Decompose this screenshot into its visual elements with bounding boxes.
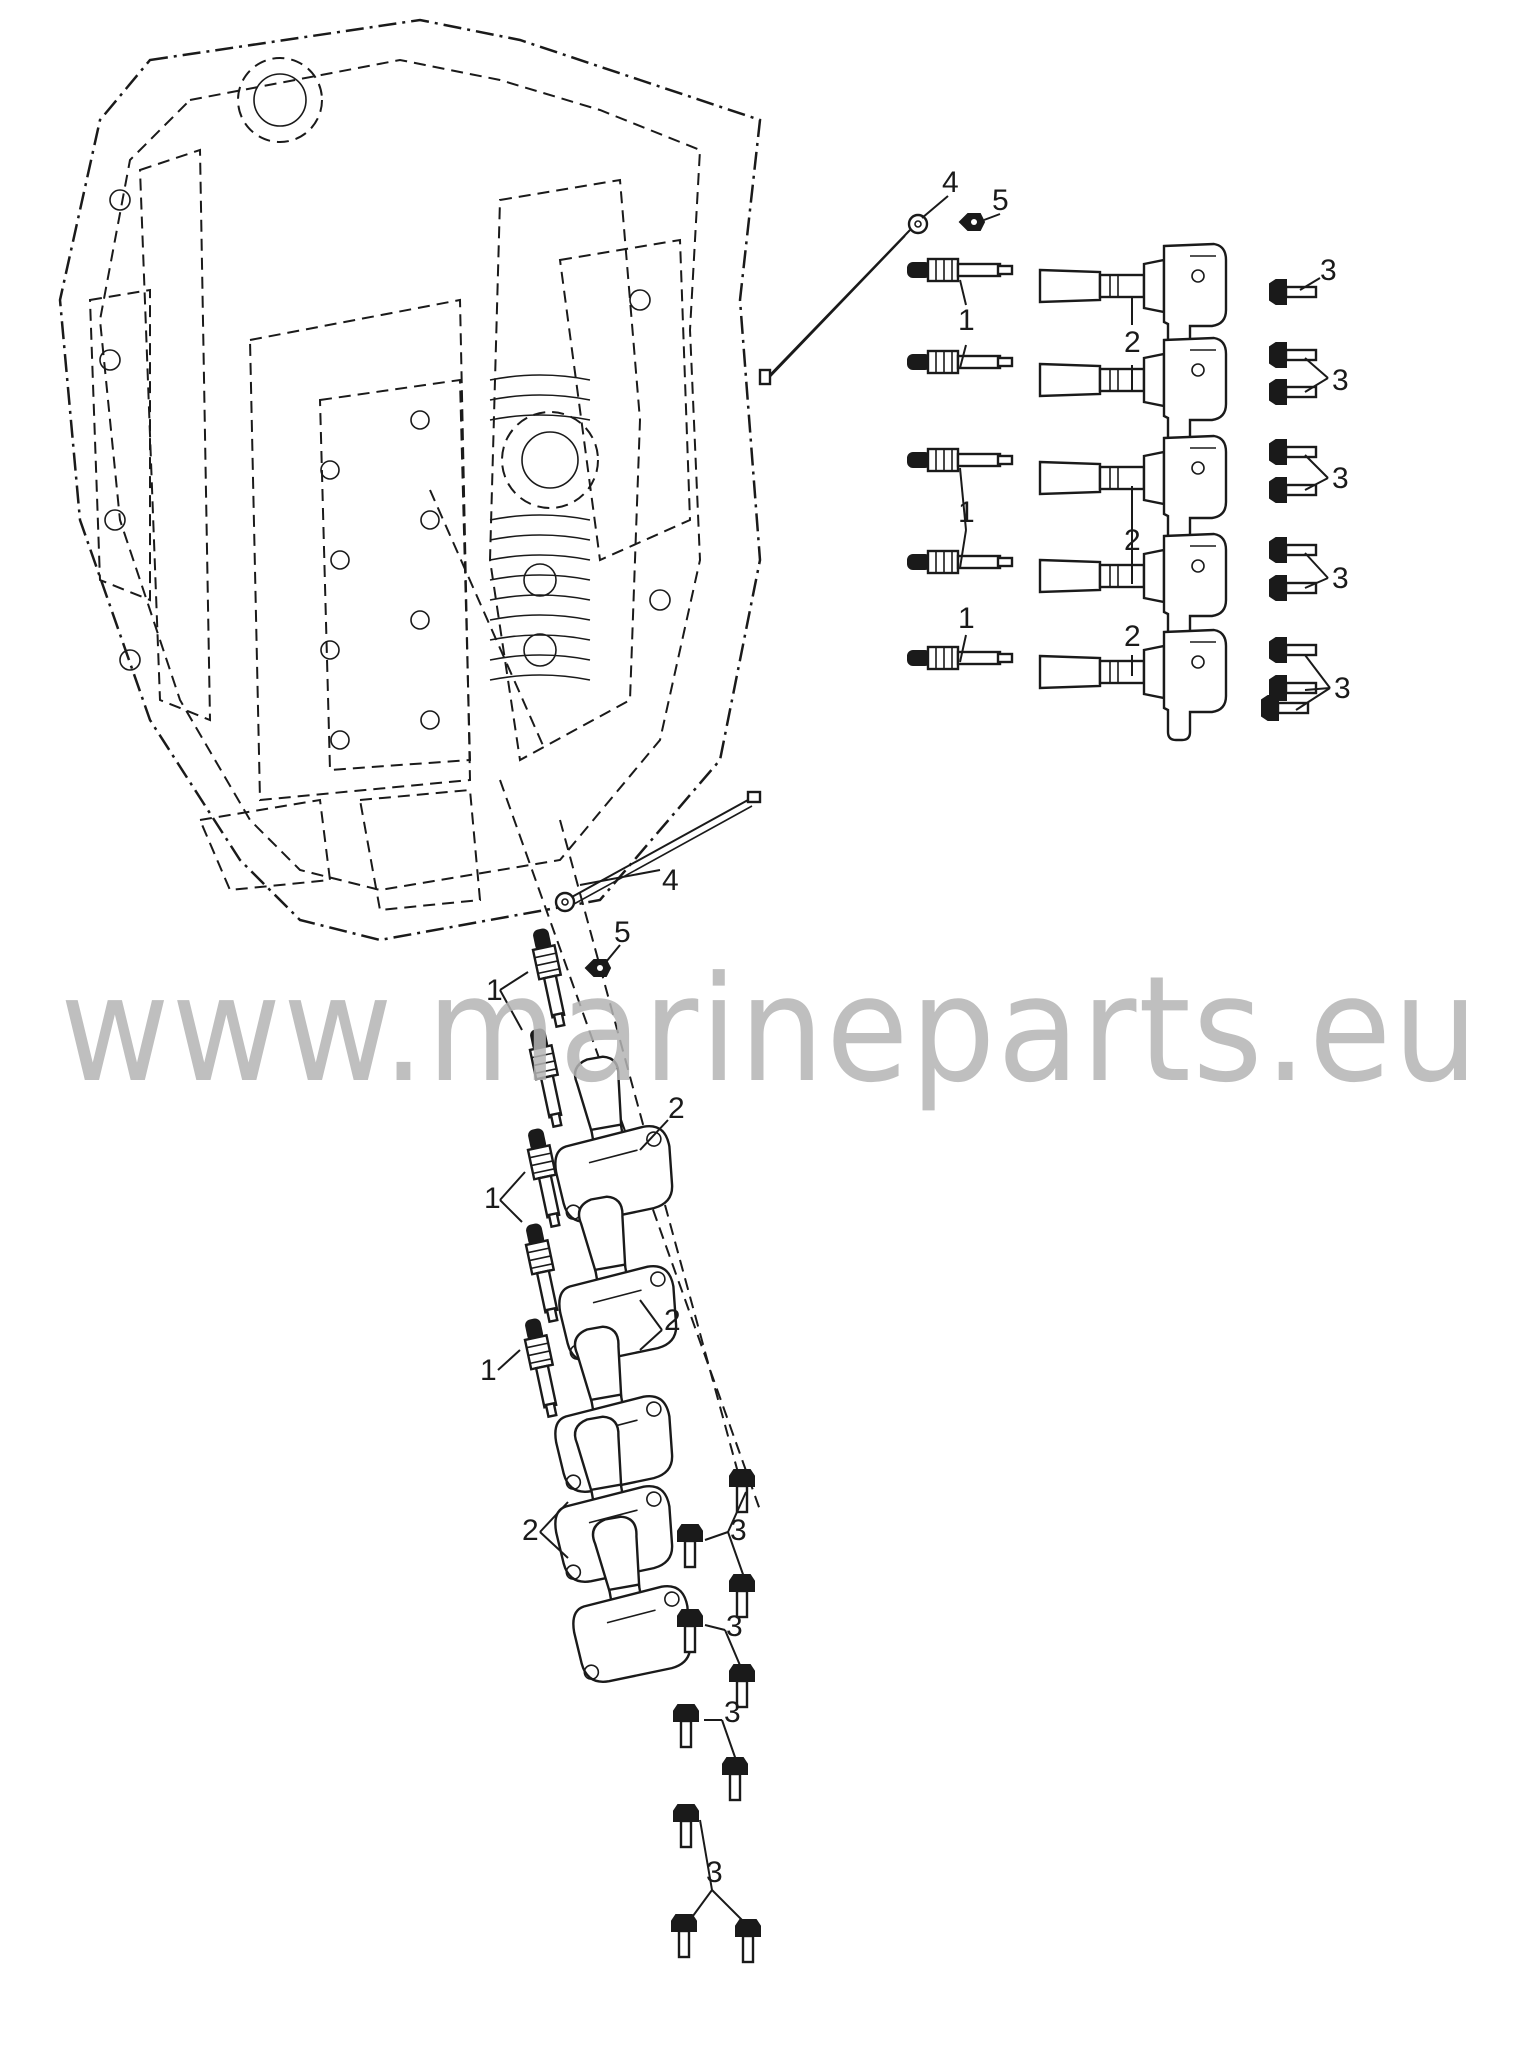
watermark-text: www.marineparts.eu (60, 945, 1480, 1115)
callout-3-h: 3 (724, 1696, 741, 1729)
callout-3-a: 3 (1320, 254, 1337, 287)
lower-bank-ignition-coils (536, 1046, 700, 1687)
ground-strap-lower (554, 790, 762, 913)
callout-2-f: 2 (522, 1514, 539, 1547)
callout-2-c: 2 (1124, 620, 1141, 653)
engine-block-outline (58, 18, 762, 942)
callout-3-i: 3 (706, 1856, 723, 1889)
callout-3-c: 3 (1332, 462, 1349, 495)
right-bank-bolts (1260, 278, 1318, 722)
callout-1-b: 1 (958, 496, 975, 529)
callout-3-g: 3 (726, 1610, 743, 1643)
callout-2-e: 2 (664, 1304, 681, 1337)
callout-5-lower: 5 (614, 916, 631, 949)
leader-lines (497, 195, 1331, 1925)
callout-3-e: 3 (1334, 672, 1351, 705)
callout-labels: 4 5 1 2 3 3 3 1 2 3 1 2 3 4 5 1 2 1 2 1 … (480, 166, 1351, 1889)
callout-1-f: 1 (480, 1354, 497, 1387)
callout-2-d: 2 (668, 1092, 685, 1125)
callout-3-b: 3 (1332, 364, 1349, 397)
screw-lower (584, 959, 612, 977)
screw-upper (958, 213, 986, 231)
callout-1-e: 1 (484, 1182, 501, 1215)
callout-1-d: 1 (486, 974, 503, 1007)
callout-5-upper: 5 (992, 184, 1009, 217)
ground-strap-upper (758, 213, 929, 386)
callout-2-a: 2 (1124, 326, 1141, 359)
callout-1-c: 1 (958, 602, 975, 635)
callout-3-d: 3 (1332, 562, 1349, 595)
callout-4-upper: 4 (942, 166, 959, 199)
callout-3-f: 3 (730, 1514, 747, 1547)
callout-2-b: 2 (1124, 524, 1141, 557)
callout-1-a: 1 (958, 304, 975, 337)
callout-4-lower: 4 (662, 864, 679, 897)
